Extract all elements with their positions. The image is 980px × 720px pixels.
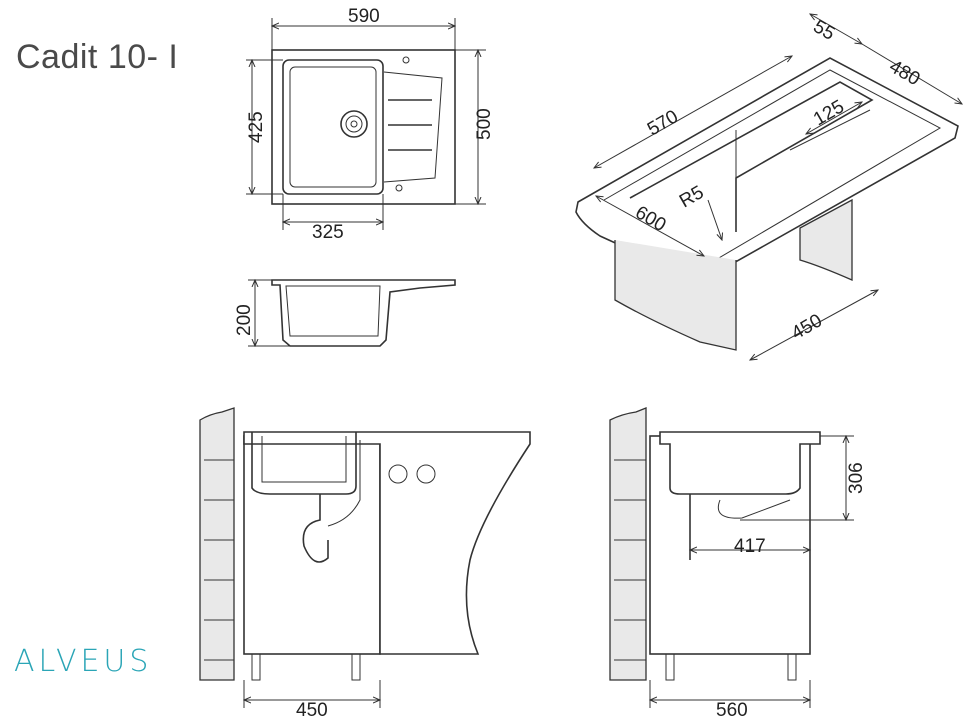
side-cabinet-view: 306 417 560 [609,407,867,720]
side-leg-left [665,653,675,681]
iso-cabinet-left [614,240,737,351]
dim-line-570 [594,56,792,168]
isometric-view: 55 480 570 125 R5 600 450 [575,14,962,360]
top-view-bowl-inner [289,66,377,188]
dim-label-417: 417 [734,536,766,557]
side-leg-right [787,653,797,681]
top-view-bowl-outer [282,59,384,195]
drainboard-outline [383,71,443,183]
front-overflow-hose [327,440,361,527]
dim-label-590: 590 [348,6,380,27]
front-leg-right [351,653,361,681]
dim-line-iso-450 [750,290,878,360]
dim-label-55: 55 [810,16,839,45]
drain-inner [345,115,363,133]
iso-cabinet-right [799,198,853,281]
dim-label-front-450: 450 [296,700,328,720]
dim-label-306: 306 [846,462,867,494]
dim-line-r5 [707,199,722,240]
brand-logo: ALVEUS [14,644,153,679]
dim-label-560: 560 [716,700,748,720]
dim-label-570: 570 [644,106,682,140]
top-view: 590 500 425 325 [246,6,495,243]
front-leg-left [251,653,261,681]
dim-label-500: 500 [474,108,495,140]
front-drain-trap [302,494,329,563]
dim-line-55 [810,14,862,44]
front-wall [199,407,235,681]
dim-line-480 [861,43,962,104]
product-title: Cadit 10- I [16,38,179,76]
front-sink-bowl [251,432,357,495]
drain-center [350,120,358,128]
side-sink-bowl [659,431,821,495]
front-outlet-1 [388,464,408,484]
dim-line-125 [806,102,862,134]
front-outlet-2 [416,464,436,484]
section-bowl-inner [285,285,381,337]
tap-hole-bottom [395,184,403,192]
top-view-outline [271,49,456,205]
drain-outer [340,110,368,138]
dim-label-325: 325 [312,222,344,243]
front-cabinet-side-panel [243,431,531,655]
dim-label-iso-450: 450 [788,310,826,344]
dim-line-600 [596,196,704,256]
tap-hole-top [402,56,410,64]
side-wall [609,407,647,681]
section-view: 200 [234,279,456,347]
side-overflow [717,499,791,519]
dim-label-425: 425 [246,111,267,143]
front-cabinet-view: 450 [199,407,531,720]
section-profile [271,279,456,347]
dim-label-200: 200 [234,304,255,336]
